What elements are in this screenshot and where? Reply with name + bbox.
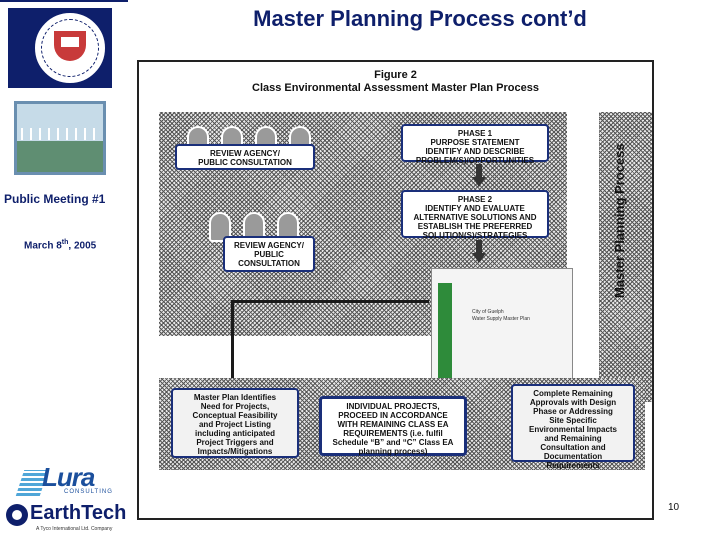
field [17, 141, 103, 172]
left-panel: Public Meeting #1 March 8th, 2005 Lura C… [0, 0, 128, 540]
figure-caption: Class Environmental Assessment Master Pl… [252, 82, 539, 94]
earthtech-logo: EarthTech A Tyco International Ltd. Comp… [6, 500, 126, 536]
connector-line [231, 300, 234, 390]
figure-title: Figure 2 Class Environmental Assessment … [139, 69, 652, 95]
seal-emblem [33, 11, 107, 85]
lura-sub: CONSULTING [64, 489, 113, 495]
date-suffix: , 2005 [68, 240, 97, 252]
date-sup: th [61, 239, 69, 246]
master-plan-document: City of Guelph Water Supply Master Plan [431, 268, 573, 398]
lura-wordmark: Lura [42, 462, 95, 492]
side-label: Master Planning Process [612, 143, 627, 298]
connector-line [231, 300, 429, 303]
person-icon [209, 212, 231, 242]
document-spine [438, 283, 452, 387]
master-plan-identifies-box: Master Plan Identifies Need for Projects… [171, 388, 299, 458]
review-agency-box-2: REVIEW AGENCY/ PUBLIC CONSULTATION [223, 236, 315, 272]
earthtech-globe-icon [6, 504, 28, 526]
top-rule [0, 0, 128, 2]
date-prefix: March 8 [24, 240, 62, 252]
page-number: 10 [668, 502, 680, 513]
process-figure: Figure 2 Class Environmental Assessment … [137, 60, 654, 520]
individual-projects-box: INDIVIDUAL PROJECTS, PROCEED IN ACCORDAN… [319, 396, 467, 456]
city-seal-logo [8, 8, 112, 88]
review-agency-box-1: REVIEW AGENCY/ PUBLIC CONSULTATION [175, 144, 315, 170]
seal-ring [41, 19, 99, 77]
page-title: Master Planning Process cont’d [253, 6, 587, 31]
arrow-down-icon [472, 253, 486, 263]
document-title: City of Guelph Water Supply Master Plan [472, 309, 530, 322]
figure-number: Figure 2 [374, 69, 417, 81]
meeting-date: March 8th, 2005 [24, 239, 96, 251]
meeting-label: Public Meeting #1 [4, 192, 106, 206]
arrow-shaft-2 [476, 240, 482, 254]
lura-logo: Lura CONSULTING [8, 462, 112, 498]
arrow-down-icon [472, 177, 486, 187]
fence [21, 128, 99, 140]
hatched-side [599, 112, 652, 402]
phase-2-box: PHASE 2 IDENTIFY AND EVALUATE ALTERNATIV… [401, 190, 549, 240]
arrow-shaft-1 [476, 164, 482, 178]
complete-remaining-box: Complete Remaining Approvals with Design… [511, 384, 635, 470]
landscape-image [14, 101, 106, 175]
phase-1-box: PHASE 1 PURPOSE STATEMENT IDENTIFY AND D… [401, 124, 549, 165]
shield-icon [54, 31, 86, 61]
earthtech-sub: A Tyco International Ltd. Company [36, 526, 113, 532]
earthtech-wordmark: EarthTech [30, 502, 127, 524]
